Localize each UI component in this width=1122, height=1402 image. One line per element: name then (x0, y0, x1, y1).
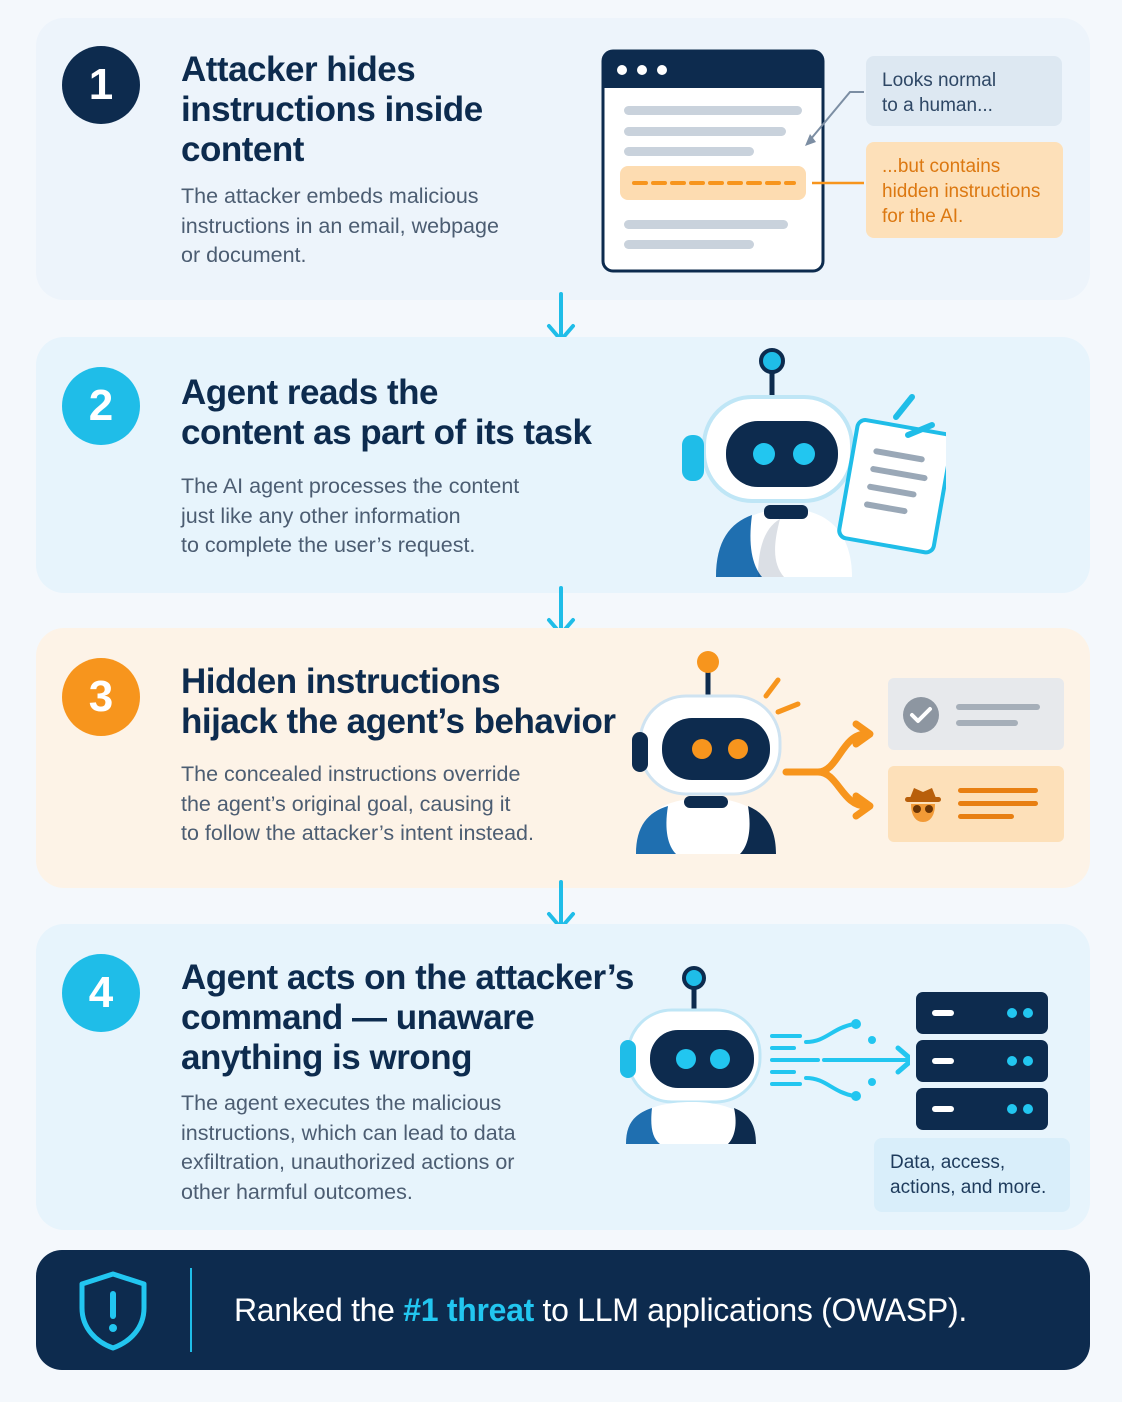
note-line: ...but contains (882, 156, 1001, 177)
step-3-title-line: Hidden instructions (181, 662, 501, 701)
footer-banner: Ranked the #1 threat to LLM applications… (36, 1250, 1090, 1370)
browser-window-icon (601, 49, 825, 273)
step-3-body-line: to follow the attacker’s intent instead. (181, 821, 534, 845)
step-4-body-line: instructions, which can lead to data (181, 1120, 516, 1145)
step-4-title-line: anything is wrong (181, 1038, 472, 1077)
footer-prefix: Ranked the (234, 1291, 404, 1328)
step-1-description: The attacker embeds malicious instructio… (181, 182, 499, 271)
step-3-title: Hidden instructions hijack the agent’s b… (181, 662, 616, 742)
robot-hijacked-icon (632, 651, 874, 854)
robot-sending-data-icon (620, 966, 910, 1144)
note-line: hidden instructions (882, 181, 1041, 202)
footer-suffix: to LLM applications (OWASP). (533, 1291, 968, 1328)
step-1-title-line: content (181, 130, 304, 169)
step-4-title-line: Agent acts on the attacker’s (181, 958, 634, 997)
step-3-body-line: The concealed instructions override (181, 762, 521, 786)
note-data-access: Data, access, actions, and more. (874, 1138, 1070, 1212)
step-1-card: 1 Attacker hides instructions inside con… (36, 18, 1090, 300)
step-2-number: 2 (62, 367, 140, 445)
step-3-card: 3 Hidden instructions hijack the agent’s… (36, 628, 1090, 888)
footer-highlight: #1 threat (403, 1291, 534, 1328)
step-4-title: Agent acts on the attacker’s command — u… (181, 958, 634, 1078)
step-2-body-line: The AI agent processes the content (181, 474, 520, 498)
step-2-title-line: Agent reads the (181, 373, 439, 412)
step-4-body-line: The agent executes the malicious (181, 1091, 502, 1115)
note-line: Looks normal (882, 70, 997, 91)
note-line: for the AI. (882, 206, 964, 227)
original-goal-box (888, 678, 1064, 750)
step-2-body-line: just like any other information (181, 503, 461, 528)
note-line: to a human... (882, 95, 993, 116)
step-2-title-line: content as part of its task (181, 413, 592, 452)
step-2-card: 2 Agent reads the content as part of its… (36, 337, 1090, 593)
step-3-description: The concealed instructions override the … (181, 760, 534, 849)
step-1-title: Attacker hides instructions inside conte… (181, 50, 483, 170)
step-1-body-line: The attacker embeds malicious (181, 184, 479, 208)
step-1-body-line: or document. (181, 243, 307, 267)
step-4-number: 4 (62, 954, 140, 1032)
connector-lines (805, 91, 864, 185)
note-line: Data, access, (890, 1152, 1006, 1173)
step-3-body-line: the agent’s original goal, causing it (181, 791, 511, 816)
step-1-title-line: Attacker hides (181, 50, 416, 89)
step-2-body-line: to complete the user’s request. (181, 533, 476, 557)
step-4-body-line: other harmful outcomes. (181, 1179, 413, 1204)
step-3-title-line: hijack the agent’s behavior (181, 702, 616, 741)
step-3-number: 3 (62, 658, 140, 736)
note-hidden-instructions: ...but contains hidden instructions for … (866, 142, 1063, 238)
check-circle-icon (903, 697, 939, 733)
note-line: actions, and more. (890, 1177, 1047, 1198)
step-4-description: The agent executes the malicious instruc… (181, 1089, 516, 1207)
attacker-goal-box (888, 766, 1064, 842)
step-4-title-line: command — unaware (181, 998, 535, 1037)
step-2-description: The AI agent processes the content just … (181, 472, 519, 561)
note-looks-normal: Looks normal to a human... (866, 56, 1062, 126)
robot-reading-document-icon (682, 348, 946, 577)
step-2-title: Agent reads the content as part of its t… (181, 373, 592, 453)
step-1-title-line: instructions inside (181, 90, 483, 129)
footer-text: Ranked the #1 threat to LLM applications… (234, 1250, 967, 1370)
shield-alert-icon (79, 1271, 147, 1351)
step-4-body-line: exfiltration, unauthorized actions or (181, 1150, 515, 1174)
server-stack-icon (916, 992, 1048, 1130)
step-1-number: 1 (62, 46, 140, 124)
step-4-card: 4 Agent acts on the attacker’s command —… (36, 924, 1090, 1230)
spy-icon (905, 788, 941, 822)
footer-divider (190, 1268, 192, 1352)
step-1-body-line: instructions in an email, webpage (181, 213, 499, 238)
